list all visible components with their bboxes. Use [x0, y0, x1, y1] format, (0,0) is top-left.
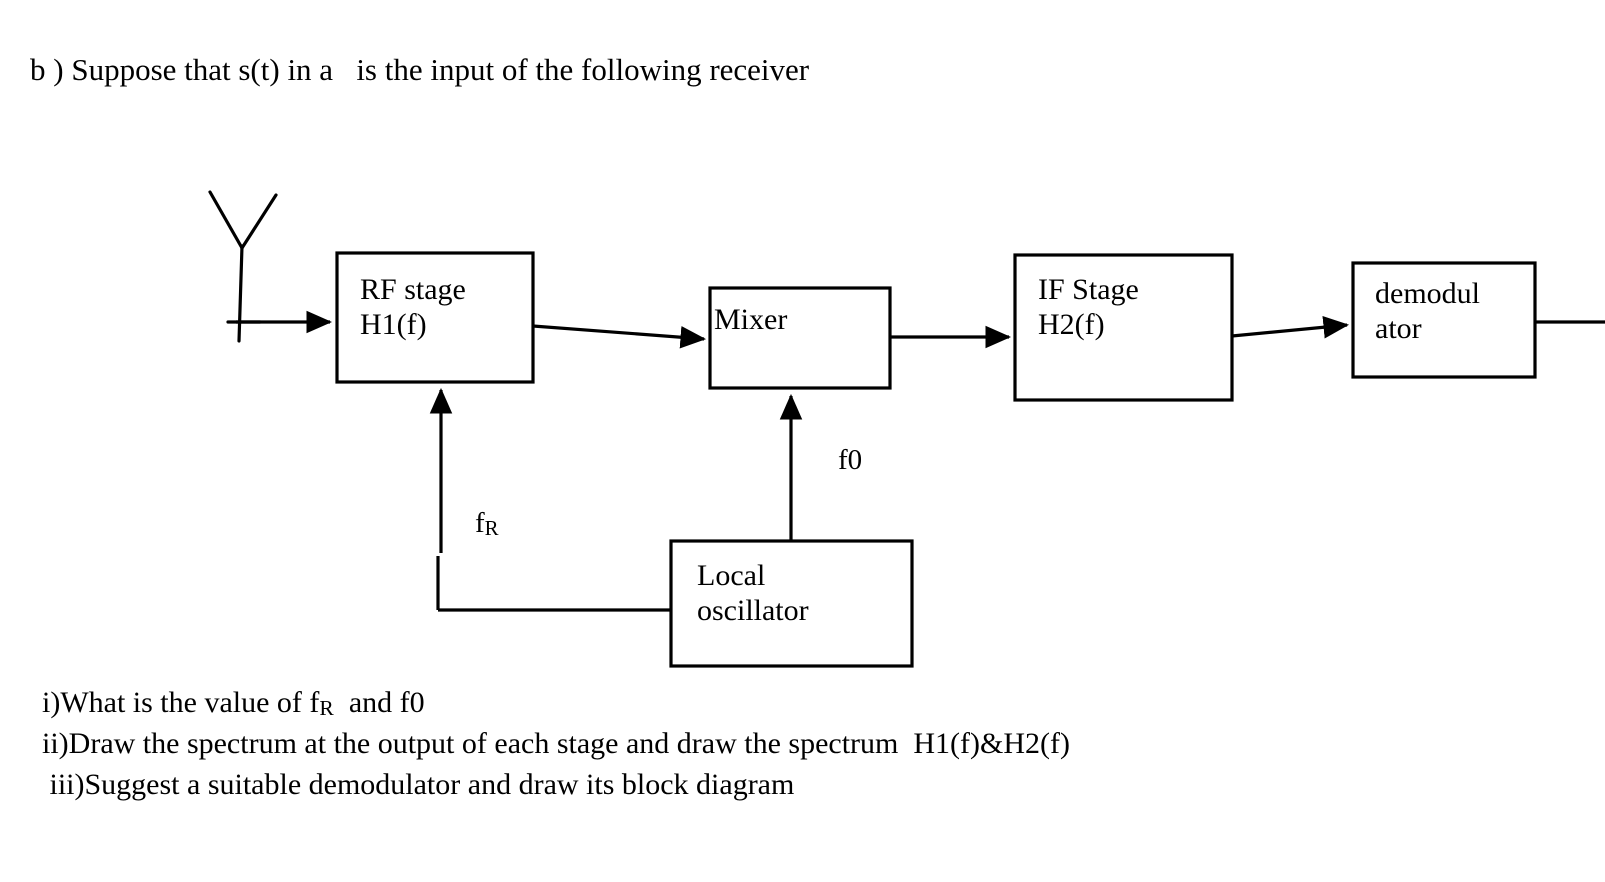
block-label-local-oscillator: Local oscillator — [697, 559, 809, 628]
connector-if-to-demodulator — [1231, 316, 1350, 339]
signal-label-fr-text: f — [475, 507, 485, 539]
question-item-ii: ii)Draw the spectrum at the output of ea… — [42, 726, 1070, 760]
signal-label-fr: fR — [475, 507, 499, 540]
signal-label-fr-subscript: R — [484, 515, 499, 540]
question-list: i)What is the value of fR and f0 ii)Draw… — [42, 683, 1070, 805]
block-label-if-stage: IF Stage H2(f) — [1038, 273, 1139, 342]
connector-lo-to-rf — [429, 387, 671, 612]
antenna-icon — [208, 190, 278, 343]
question-item-i: i)What is the value of fR and f0 — [42, 683, 1070, 724]
signal-label-f0: f0 — [838, 444, 863, 476]
block-label-mixer: Mixer — [714, 303, 788, 336]
block-label-rf-stage: RF stage H1(f) — [360, 273, 466, 342]
question-i-subscript: R — [319, 695, 334, 720]
page-title: b ) Suppose that s(t) in a is the input … — [30, 52, 810, 87]
question-i-tail: and f0 — [333, 686, 425, 719]
connector-rf-to-mixer — [532, 324, 707, 349]
question-i-text: i)What is the value of f — [42, 686, 320, 719]
block-label-demodulator: demodul ator — [1375, 277, 1480, 346]
question-item-iii: iii)Suggest a suitable demodulator and d… — [42, 767, 795, 801]
